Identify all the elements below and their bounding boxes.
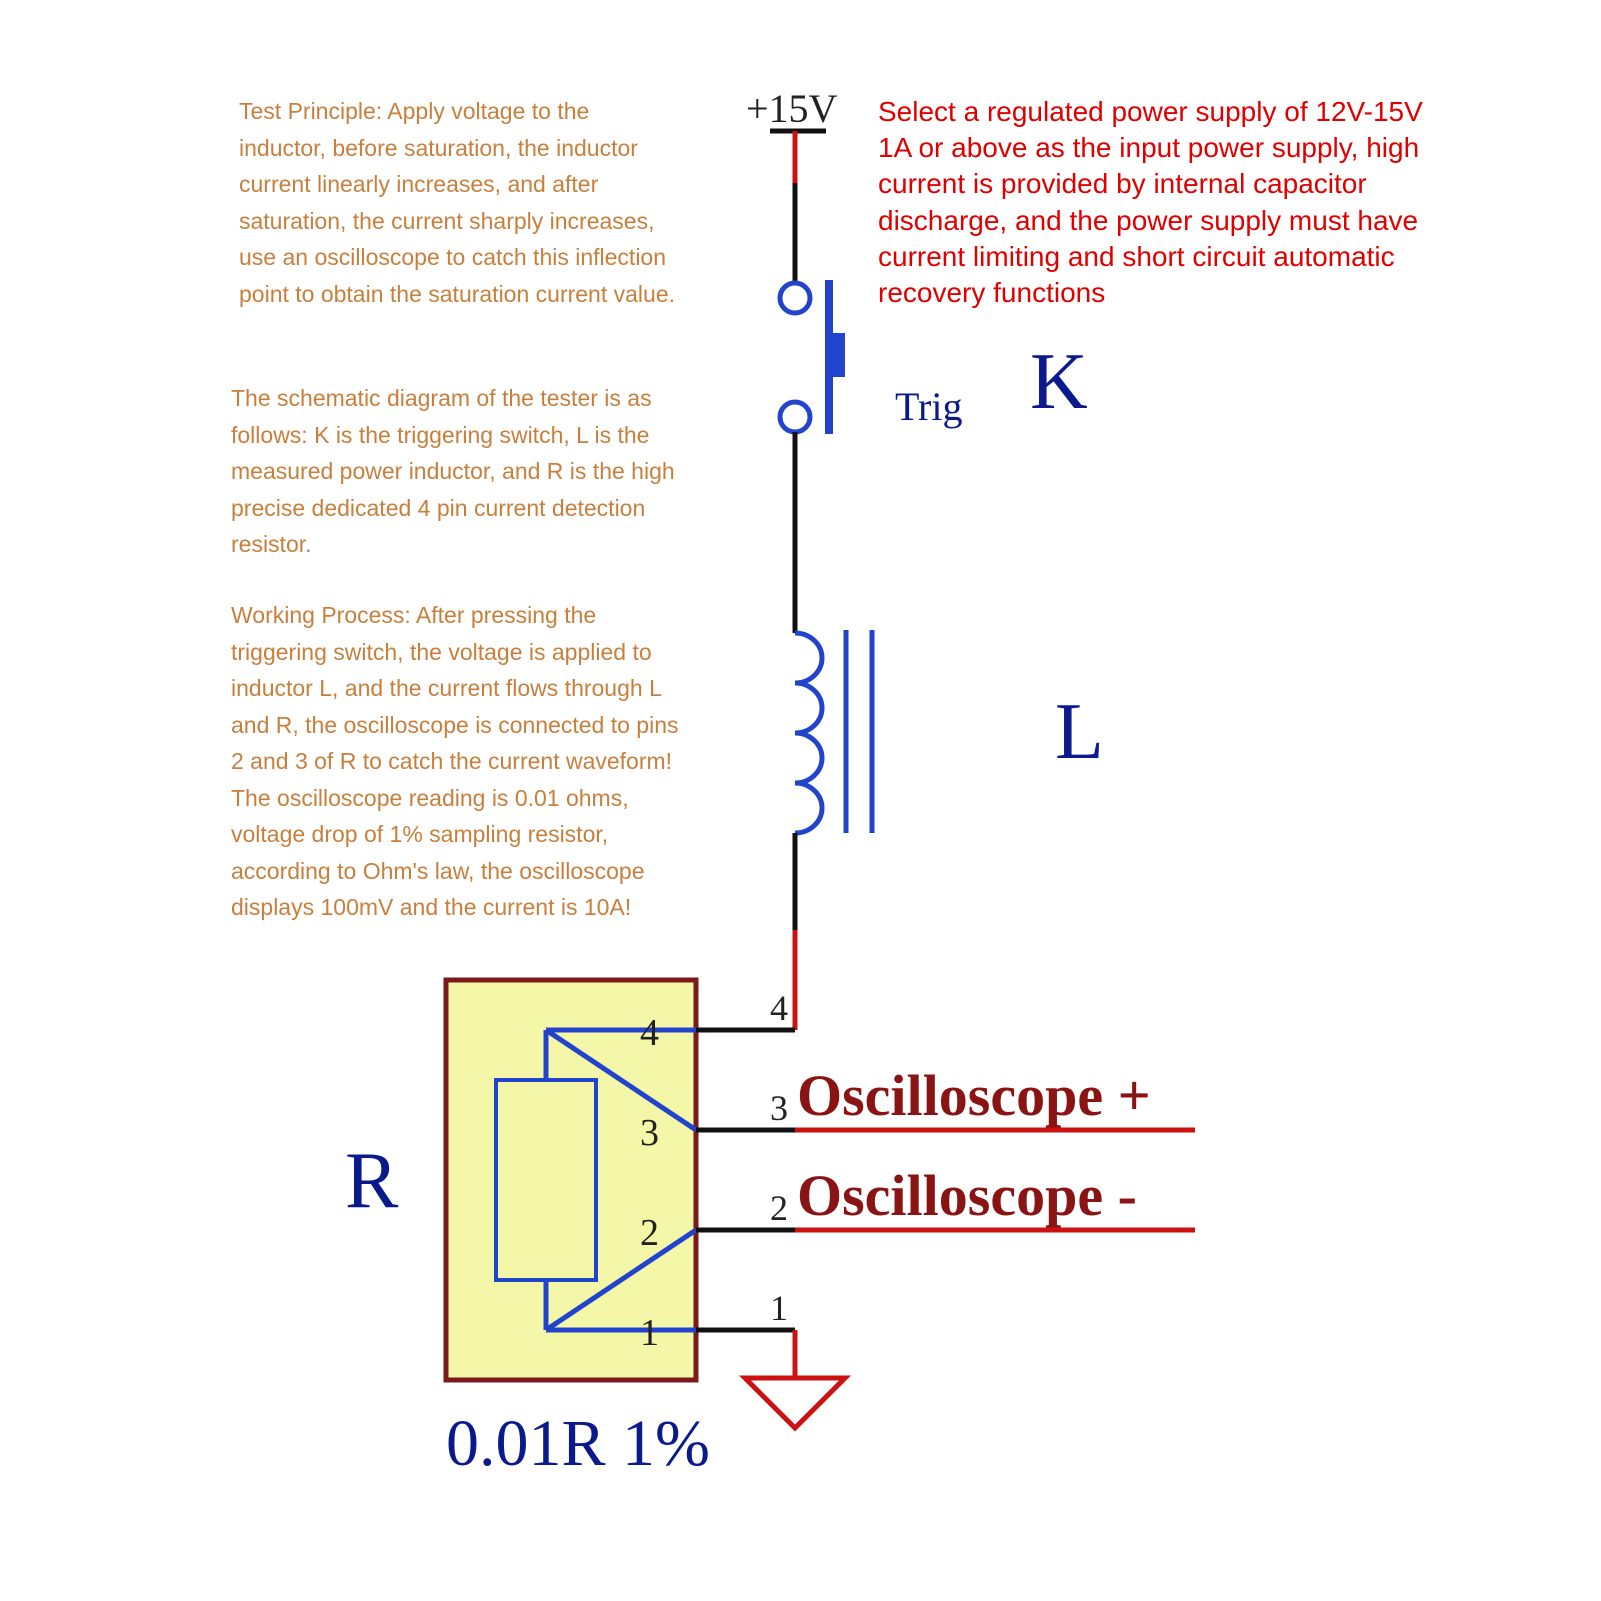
resistor-internal-wiring	[543, 1027, 698, 1333]
pin-outer-2: 2	[770, 1188, 788, 1228]
trigger-switch	[777, 280, 845, 435]
pin-inner-4: 4	[640, 1012, 659, 1054]
switch-push-button	[829, 333, 845, 377]
switch-label-k: K	[1030, 338, 1088, 426]
power-supply-note: Select a regulated power supply of 12V-1…	[878, 96, 1423, 309]
internal-wire-pin3	[544, 1027, 698, 1133]
supply-voltage-label: +15V	[746, 86, 838, 131]
oscilloscope-minus-label: Oscilloscope -	[797, 1163, 1137, 1228]
internal-wire-pin2	[544, 1227, 698, 1333]
switch-terminal-top	[777, 280, 813, 316]
oscilloscope-plus-label: Oscilloscope +	[797, 1063, 1151, 1128]
pin-outer-4: 4	[770, 988, 788, 1028]
inductor-coil	[794, 630, 825, 836]
pin-inner-1: 1	[640, 1312, 659, 1354]
trig-label: Trig	[895, 384, 962, 429]
inductor-label-l: L	[1055, 688, 1104, 776]
ground-icon	[738, 1375, 852, 1432]
switch-terminal-bottom	[777, 399, 813, 435]
inductor	[794, 630, 875, 836]
resistor-value-label: 0.01R 1%	[446, 1407, 710, 1480]
resistor-label-r: R	[345, 1137, 399, 1225]
pin-outer-3: 3	[770, 1088, 788, 1128]
pin-inner-3: 3	[640, 1112, 659, 1154]
pin-inner-2: 2	[640, 1212, 659, 1254]
pin-outer-1: 1	[770, 1288, 788, 1328]
working-process-text: Working Process: After pressing the trig…	[231, 602, 679, 920]
test-principle-text: Test Principle: Apply voltage to the ind…	[239, 98, 676, 307]
schematic-description-text: The schematic diagram of the tester is a…	[231, 385, 675, 557]
